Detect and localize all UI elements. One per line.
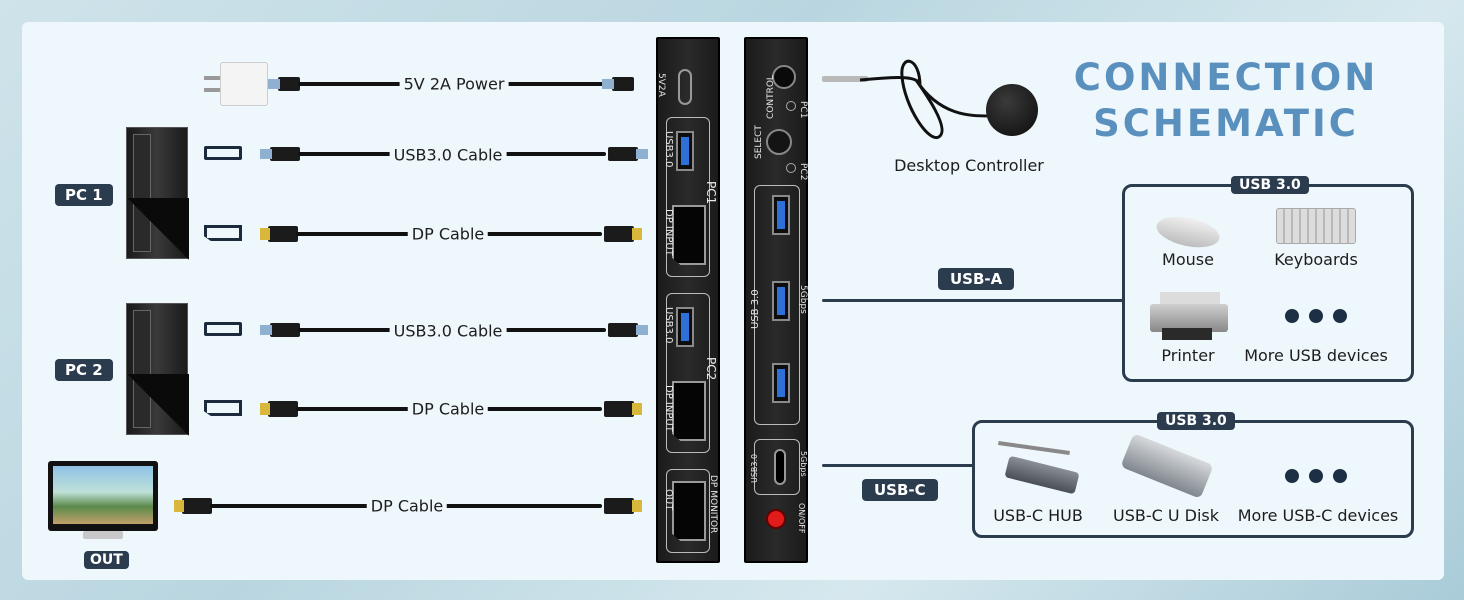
kvm-pc1-dp-port	[672, 205, 706, 265]
pc1-dp-plug-end	[604, 226, 634, 242]
controller-puck[interactable]	[986, 84, 1038, 136]
mouse-label: Mouse	[1162, 250, 1214, 269]
pc2-usb-cable-label: USB3.0 Cable	[389, 321, 507, 341]
pc2-usb-plug	[260, 323, 300, 337]
pc1-usb-label: USB3.0	[663, 131, 674, 168]
pc2-badge: PC 2	[55, 359, 113, 381]
pc1-usb-plug-end	[608, 147, 638, 161]
usb-a-port-group	[754, 185, 800, 425]
pc2-dp-port-icon	[204, 400, 242, 416]
usb-c-hub-label: USB-C HUB	[993, 506, 1083, 525]
pc2-port-group	[666, 293, 710, 453]
usb-a-tag: USB-A	[938, 268, 1015, 290]
monitor-icon	[48, 461, 158, 541]
kvm-front-panel: 5V2A USB3.0 DP INPUT PC1 USB3.0 DP INPUT…	[656, 37, 720, 563]
pc2-dp-label: DP INPUT	[663, 385, 674, 432]
kvm-pc2-dp-port	[672, 381, 706, 441]
select-button[interactable]	[766, 129, 792, 155]
pc2-usb-plug-end	[608, 323, 638, 337]
usb-c-tag: USB-C	[862, 479, 938, 501]
control-jack	[772, 65, 796, 89]
usb-a-port-1	[772, 195, 790, 235]
pc2-dp-plug	[260, 401, 298, 417]
monitor-dp-plug	[174, 498, 212, 514]
usb-c-box-title: USB 3.0	[1157, 412, 1235, 430]
keyboard-label: Keyboards	[1274, 250, 1358, 269]
power-cable-label: 5V 2A Power	[399, 74, 509, 94]
more-usb-c-dots-icon	[1280, 468, 1352, 487]
onoff-label: ON/OFF	[797, 503, 806, 534]
led-pc2-label: PC2	[798, 163, 808, 181]
kvm-pc2-usb-port	[676, 307, 694, 347]
monitor-port-group	[666, 469, 710, 553]
power-adapter	[204, 62, 272, 106]
pc2-led	[786, 163, 796, 173]
title-line-1: CONNECTION	[1073, 56, 1379, 99]
out-port-label: OUT	[663, 489, 674, 511]
usb-c-udisk-label: USB-C U Disk	[1112, 506, 1220, 525]
controller-jack	[822, 76, 868, 82]
kvm-pc1-usb-port	[676, 131, 694, 171]
power-port	[678, 69, 692, 105]
usb-c-group-label: USB3.0	[750, 453, 759, 483]
pc2-tower	[126, 303, 189, 436]
usb-a-line	[822, 299, 1124, 302]
usb-a-speed-label: 5Gbps	[798, 285, 808, 314]
kvm-monitor-dp-port	[672, 481, 706, 541]
printer-icon	[1150, 292, 1228, 340]
usb-c-speed-label: 5Gbps	[799, 451, 808, 477]
usb-a-group-label: USB 3.0	[750, 289, 761, 329]
monitor-port-label: DP MONITOR	[708, 475, 718, 534]
more-usb-label: More USB devices	[1244, 346, 1388, 365]
monitor-cable-label: DP Cable	[366, 496, 448, 516]
pc1-dp-port-icon	[204, 225, 242, 241]
led-pc1-label: PC1	[798, 101, 808, 119]
power-label: 5V2A	[656, 73, 666, 97]
pc2-dp-plug-end	[604, 401, 634, 417]
pc1-usb-cable-label: USB3.0 Cable	[389, 145, 507, 165]
pc1-usb-port-icon	[204, 146, 242, 160]
title-line-2: SCHEMATIC	[1093, 102, 1359, 145]
pc1-port-group	[666, 117, 710, 277]
control-label: CONTROL	[766, 75, 776, 119]
pc1-group-label: PC1	[704, 181, 718, 205]
usb-c-hub-icon	[998, 441, 1082, 498]
pc1-usb-plug	[260, 147, 300, 161]
power-plug-end	[602, 77, 634, 91]
printer-label: Printer	[1161, 346, 1215, 365]
power-switch[interactable]	[766, 509, 786, 529]
pc1-dp-cable-label: DP Cable	[407, 224, 489, 244]
monitor-dp-plug-end	[604, 498, 634, 514]
power-plug	[268, 77, 300, 91]
select-label: SELECT	[754, 125, 764, 159]
pc2-dp-cable-label: DP Cable	[407, 399, 489, 419]
pc1-led	[786, 101, 796, 111]
usb-a-box-title: USB 3.0	[1231, 176, 1309, 194]
pc2-group-label: PC2	[704, 357, 718, 381]
pc1-dp-label: DP INPUT	[663, 209, 674, 256]
more-usb-dots-icon	[1280, 308, 1352, 327]
pc1-tower	[126, 127, 189, 260]
pc1-dp-plug	[260, 226, 298, 242]
usb-c-line	[822, 464, 974, 467]
monitor-out-badge: OUT	[84, 551, 129, 569]
keyboard-icon	[1276, 208, 1356, 244]
pc1-badge: PC 1	[55, 184, 113, 206]
more-usb-c-label: More USB-C devices	[1237, 506, 1399, 525]
controller-cable	[860, 59, 990, 140]
usb-c-port	[774, 449, 786, 485]
usb-c-port-group	[754, 439, 800, 495]
usb-a-port-3	[772, 363, 790, 403]
usb-a-port-2	[772, 281, 790, 321]
pc2-usb-port-icon	[204, 322, 242, 336]
kvm-back-panel: CONTROL PC1 SELECT PC2 USB 3.0 5Gbps USB…	[744, 37, 808, 563]
controller-label: Desktop Controller	[894, 156, 1044, 175]
pc2-usb-label: USB3.0	[663, 307, 674, 344]
